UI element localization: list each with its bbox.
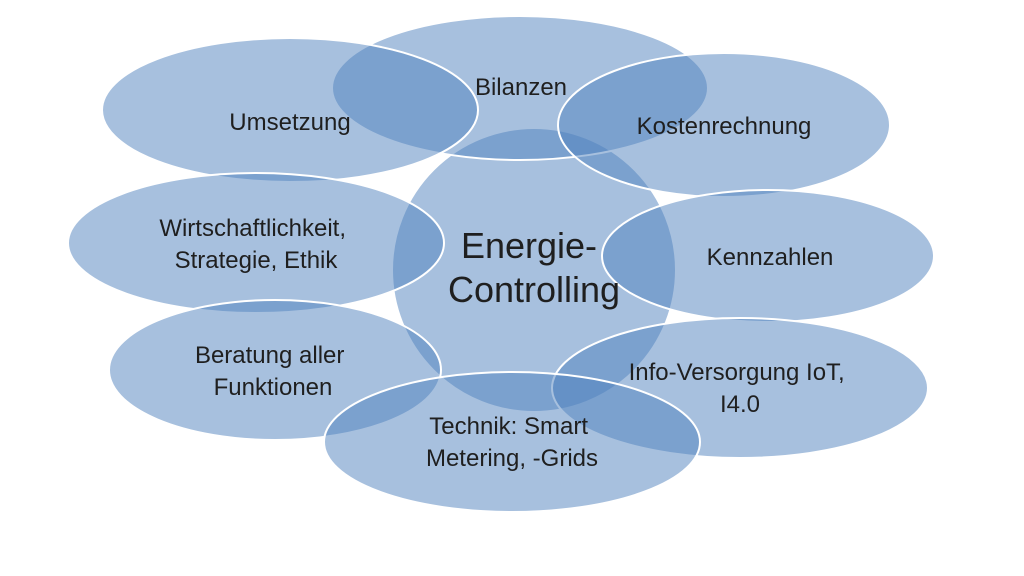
node-technik xyxy=(323,371,701,513)
label-info-versorgung-line-1: Info-Versorgung IoT, xyxy=(629,359,845,386)
center-label: Energie- Controlling xyxy=(448,225,620,310)
label-kennzahlen: Kennzahlen xyxy=(707,244,834,271)
label-bilanzen: Bilanzen xyxy=(475,74,567,101)
label-beratung-line-2: Funktionen xyxy=(214,374,333,401)
label-wirtschaftlichkeit: Wirtschaftlichkeit, Strategie, Ethik xyxy=(159,215,352,274)
ellipse-wirtschaftlichkeit xyxy=(67,172,445,314)
label-kostenrechnung: Kostenrechnung xyxy=(637,113,812,140)
label-technik-line-1: Technik: Smart xyxy=(429,413,588,440)
label-beratung: Beratung aller Funktionen xyxy=(195,342,351,401)
label-wirtschaftlichkeit-line-2: Strategie, Ethik xyxy=(175,247,339,274)
label-beratung-line-1: Beratung aller xyxy=(195,342,344,369)
label-info-versorgung-line-2: I4.0 xyxy=(720,391,760,418)
label-technik: Technik: Smart Metering, -Grids xyxy=(426,413,598,472)
label-kostenrechnung-line-1: Kostenrechnung xyxy=(637,113,812,140)
label-umsetzung: Umsetzung xyxy=(229,109,350,136)
ellipse-technik xyxy=(323,371,701,513)
label-bilanzen-line-1: Bilanzen xyxy=(475,74,567,101)
label-info-versorgung: Info-Versorgung IoT, I4.0 xyxy=(629,359,852,418)
label-kennzahlen-line-1: Kennzahlen xyxy=(707,244,834,271)
center-label-line-1: Energie- xyxy=(461,225,597,266)
label-technik-line-2: Metering, -Grids xyxy=(426,445,598,472)
label-umsetzung-line-1: Umsetzung xyxy=(229,109,350,136)
center-label-line-2: Controlling xyxy=(448,269,620,310)
label-wirtschaftlichkeit-line-1: Wirtschaftlichkeit, xyxy=(159,215,346,242)
node-wirtschaftlichkeit xyxy=(67,172,445,314)
